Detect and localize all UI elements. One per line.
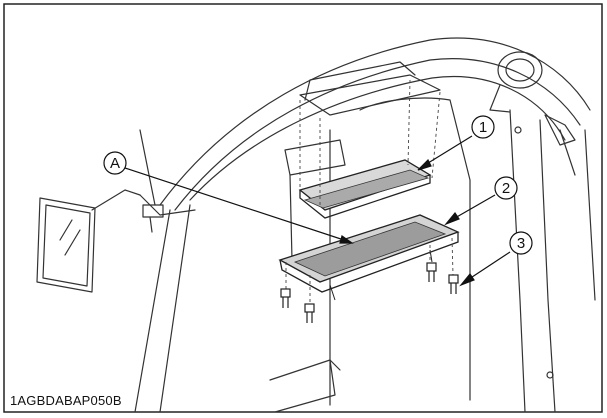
side-mirror [36,129,196,293]
callout-1: 1 [471,115,495,139]
callout-3-label: 3 [517,235,525,252]
callout-a-label: A [110,155,120,172]
screw-set [280,262,459,323]
screw [426,262,437,282]
leader-line-a [124,167,351,243]
callout-2: 2 [494,176,518,200]
roof-beacon [497,51,543,89]
cab-right-pillar [509,109,526,413]
roof-hatch [299,74,441,116]
filter-housing [278,214,460,301]
cab-roof-edge [189,76,566,201]
screw [304,303,315,323]
cab-roof-inner [174,58,581,211]
screw [448,274,459,294]
callout-1-label: 1 [479,119,487,136]
callout-2-label: 2 [502,180,510,197]
filter-element [298,159,432,219]
callout-3: 3 [509,231,533,255]
screw [280,288,291,308]
figure-reference-code: 1AGBDABAP050B [10,393,122,408]
figure-frame [3,3,603,413]
cab-roof-outer [159,37,591,206]
callout-a: A [103,151,127,175]
cab-left-pillar [134,209,171,413]
